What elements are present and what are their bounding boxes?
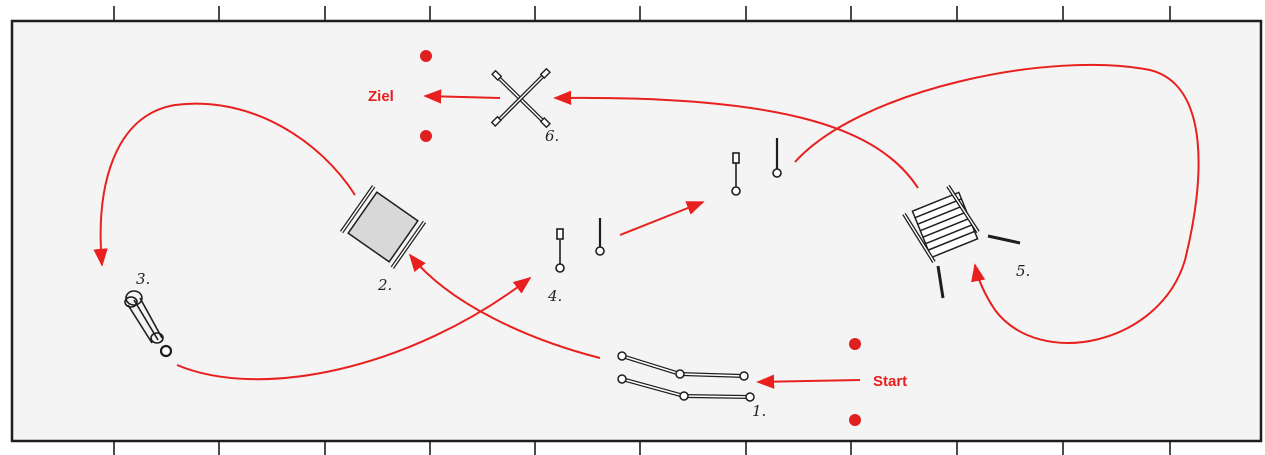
obstacle-number-6: 6. bbox=[545, 127, 559, 145]
obstacle-3 bbox=[124, 290, 173, 358]
path-2-to-3 bbox=[93, 102, 356, 267]
obstacle-number-3: 3. bbox=[136, 270, 150, 288]
obstacle-4-uprights bbox=[555, 218, 605, 273]
obstacle-uprights-pair-b bbox=[731, 138, 782, 196]
obstacle-5-gate bbox=[902, 184, 1021, 299]
obstacle-number-4: 4. bbox=[547, 287, 562, 305]
path-6-to-ziel bbox=[423, 89, 501, 104]
path-start-to-1 bbox=[756, 374, 861, 389]
marker-ziel-bottom bbox=[420, 130, 432, 142]
path-4-to-loop bbox=[619, 201, 705, 236]
obstacle-2-square bbox=[339, 185, 427, 269]
arena-border bbox=[10, 19, 1263, 443]
path-5-to-6 bbox=[553, 90, 919, 189]
obstacle-1-poles bbox=[617, 351, 755, 402]
marker-start-bottom bbox=[849, 414, 861, 426]
path-3-to-4 bbox=[176, 276, 532, 381]
marker-ziel-top bbox=[420, 50, 432, 62]
path-1-to-2 bbox=[408, 253, 601, 359]
obstacle-number-5: 5. bbox=[1016, 262, 1030, 280]
start-label: Start bbox=[873, 373, 907, 390]
red-markers bbox=[420, 50, 861, 426]
ziel-label: Ziel bbox=[368, 88, 394, 105]
obstacle-number-1: 1. bbox=[752, 402, 766, 420]
obstacle-6-cross bbox=[490, 67, 551, 129]
ruler-ticks-bottom bbox=[113, 441, 1171, 455]
marker-start-top bbox=[849, 338, 861, 350]
ruler-ticks-top bbox=[113, 6, 1171, 21]
path-loop-to-5 bbox=[794, 63, 1200, 344]
obstacle-number-2: 2. bbox=[377, 276, 392, 294]
course-path bbox=[93, 63, 1200, 389]
